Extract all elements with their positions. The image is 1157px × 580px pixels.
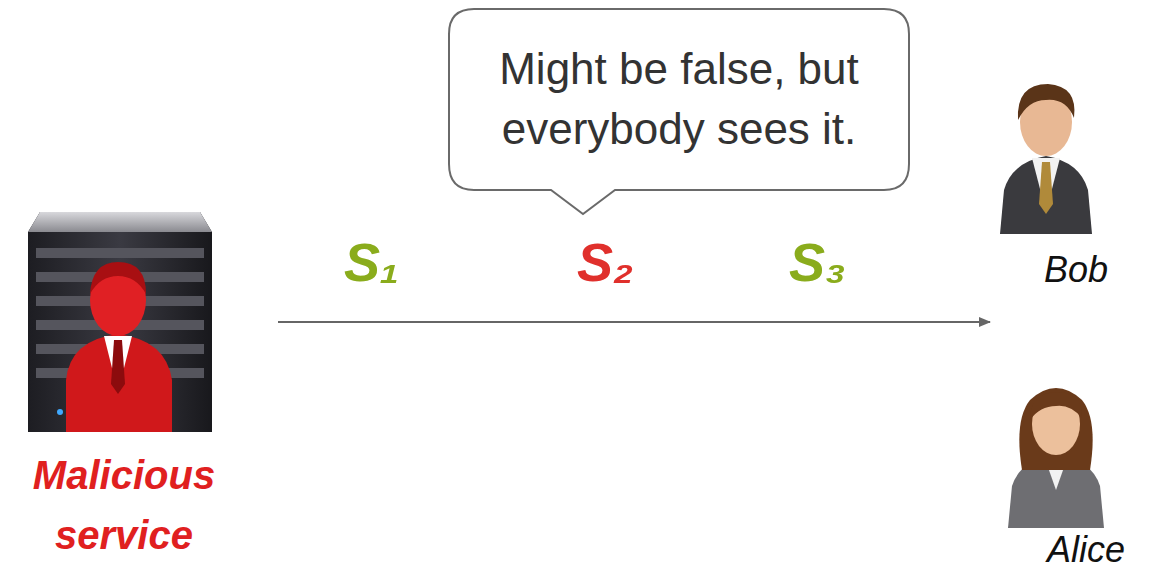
- bob-icon: [1000, 84, 1092, 234]
- message-arrow: [278, 321, 990, 323]
- alice-icon: [1008, 388, 1104, 528]
- callout-bubble: Might be false, but everybody sees it.: [448, 8, 910, 190]
- user-label: Alice: [1047, 528, 1125, 572]
- message-label: S₃: [789, 226, 846, 298]
- service-label: Malicious service: [4, 445, 244, 565]
- callout-text: Might be false, but everybody sees it.: [469, 39, 889, 159]
- user-label: Bob: [1044, 248, 1108, 292]
- message-label: S₁: [344, 226, 399, 298]
- callout-shape: [449, 9, 909, 214]
- message-label: S₂: [577, 226, 634, 298]
- server-icon: [28, 212, 212, 432]
